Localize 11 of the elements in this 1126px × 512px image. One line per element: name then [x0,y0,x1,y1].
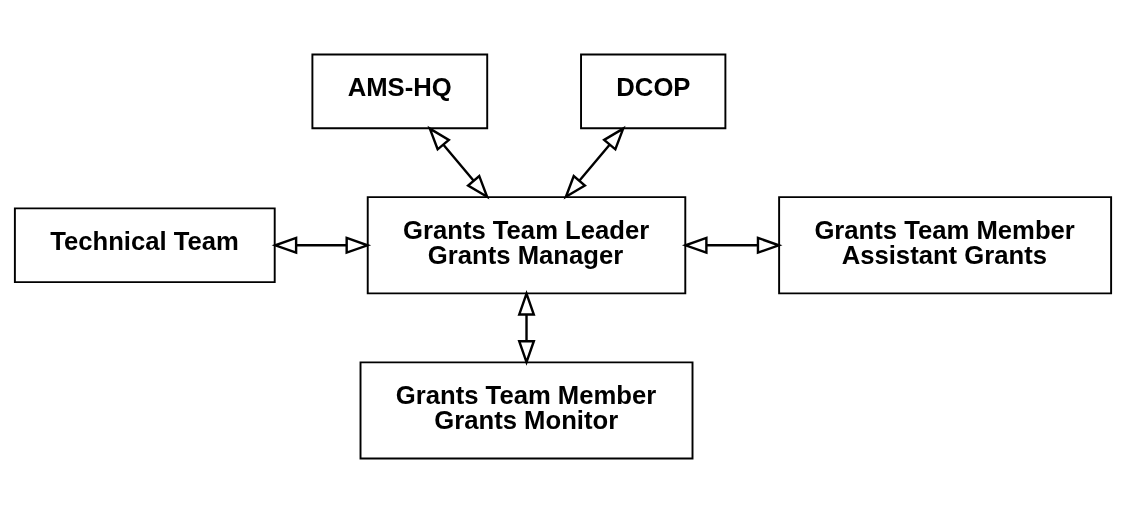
node-box: DCOP [580,52,727,129]
node-box: Grants Team Leader Grants Manager [366,195,687,294]
arrow [427,125,490,200]
node-box: Grants Team Member Assistant Grants [778,195,1113,294]
arrow [563,125,626,200]
arrow [681,235,783,254]
arrow [517,289,536,366]
node-box: AMS-HQ [311,52,489,129]
arrow [271,235,372,254]
node-box: Grants Team Member Grants Monitor [359,360,694,460]
node-box: Technical Team [13,206,276,283]
